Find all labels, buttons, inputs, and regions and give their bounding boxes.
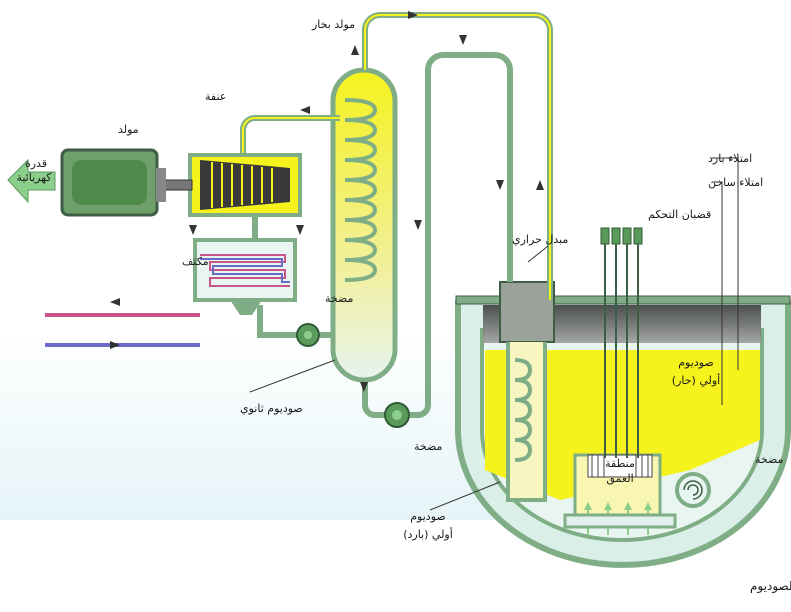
label-generator: مولد [118,123,139,136]
reactor-core [563,453,677,535]
secondary-pump [384,402,410,428]
label-core-2: العمق [606,472,633,486]
flow-arrows-cooling [110,298,120,349]
label-primary-cold-1: صوديوم [410,510,445,523]
label-primary-hot-1: صوديوم [678,356,713,369]
generator [60,148,166,217]
background-wash [0,330,520,520]
primary-hot-sodium-pool [485,350,760,500]
label-electric-power-1: قدرة [25,157,47,170]
label-electric-power-2: كهربائية [16,171,52,184]
label-primary-cold-2: أولي (بارد) [403,527,453,541]
label-hot-plenum: امتلاء ساخن [708,176,763,189]
label-pump-bottom: مضخة [414,440,443,453]
cooling-water-lines [45,313,200,347]
label-control-rods: قضبان التحكم [648,208,711,221]
feedwater-pump [296,323,320,347]
intermediate-heat-exchanger [499,281,555,502]
label-heat-exchanger: مبدل حراري [512,233,568,246]
steam-generator [330,67,398,383]
condenser [193,238,297,315]
label-core-1: منطقة [605,457,635,470]
label-steam-generator: مولد بخار [311,18,355,31]
control-rods [600,227,643,458]
turbine [188,153,302,217]
hot-sodium-line [364,14,551,300]
label-primary-hot-2: أولي (حار) [672,373,720,387]
label-condenser: مكثف [182,255,209,268]
label-pump-reactor: مضخة [755,453,784,466]
figure-caption: مفاعل نووي سريع مبرد بالصوديوم [750,579,791,594]
label-turbine: عنفة [205,90,226,103]
label-secondary-sodium: صوديوم ثانوي [240,402,303,415]
flow-arrows [189,11,544,392]
electric-power-arrow [7,158,56,204]
steam-line [242,117,340,155]
vessel-lid [455,295,791,305]
label-pump-left: مضخة [325,292,354,305]
primary-pump [675,472,711,508]
label-cold-plenum: امتلاء بارد [708,152,752,165]
leader-lines [249,157,739,511]
